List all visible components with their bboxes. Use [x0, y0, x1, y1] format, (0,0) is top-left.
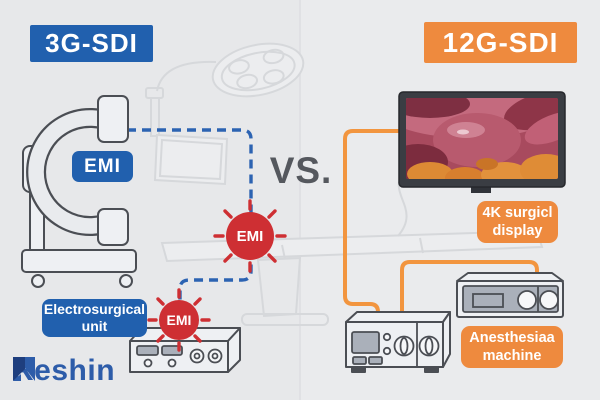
4k-display-monitor [398, 91, 566, 193]
electrosurgical-unit-label-line2: unit [81, 318, 108, 334]
electrosurgical-unit-label: Electrosurgical unit [42, 299, 147, 337]
emi-burst-1-text: EMI [236, 227, 264, 245]
emi-burst-1-icon [213, 199, 287, 273]
electrosurgical-unit-device [129, 327, 241, 373]
emi-signal-path [127, 128, 253, 302]
4k-display-label-line1: 4K surgicl [482, 204, 553, 221]
anesthesia-machine-device [456, 272, 564, 318]
12g-sdi-badge: 12G-SDI [424, 22, 577, 63]
monitor-stand [471, 185, 491, 193]
electrosurgical-unit-label-line1: Electrosurgical [43, 300, 146, 317]
emi-burst-2-text: EMI [166, 312, 192, 328]
emi-burst-2-icon [147, 288, 211, 352]
endoscopic-screen-image [406, 98, 558, 179]
sdi-cable-monitor-to-ccu [343, 129, 399, 320]
camera-control-unit-device [345, 311, 451, 373]
reshin-logo: Reshin [12, 356, 115, 386]
reshin-logo-icon [13, 357, 35, 381]
anesthesia-machine-label-line2: machine [482, 348, 542, 364]
3g-sdi-badge: 3G-SDI [30, 25, 153, 62]
versus-text: VS. [269, 150, 333, 191]
sdi-cable-ccu-to-anesthesia [400, 260, 539, 318]
c-arm-machine-icon [21, 95, 137, 288]
emi-label-badge: EMI [72, 151, 133, 182]
4k-display-label-line2: display [492, 223, 543, 239]
4k-display-label: 4K surgicl display [477, 201, 558, 243]
anesthesia-machine-label-line1: Anesthesiaa [469, 329, 555, 346]
anesthesia-machine-label: Anesthesiaa machine [461, 326, 563, 368]
surgical-light-icon [145, 42, 305, 137]
wall-monitor-icon [153, 133, 229, 186]
